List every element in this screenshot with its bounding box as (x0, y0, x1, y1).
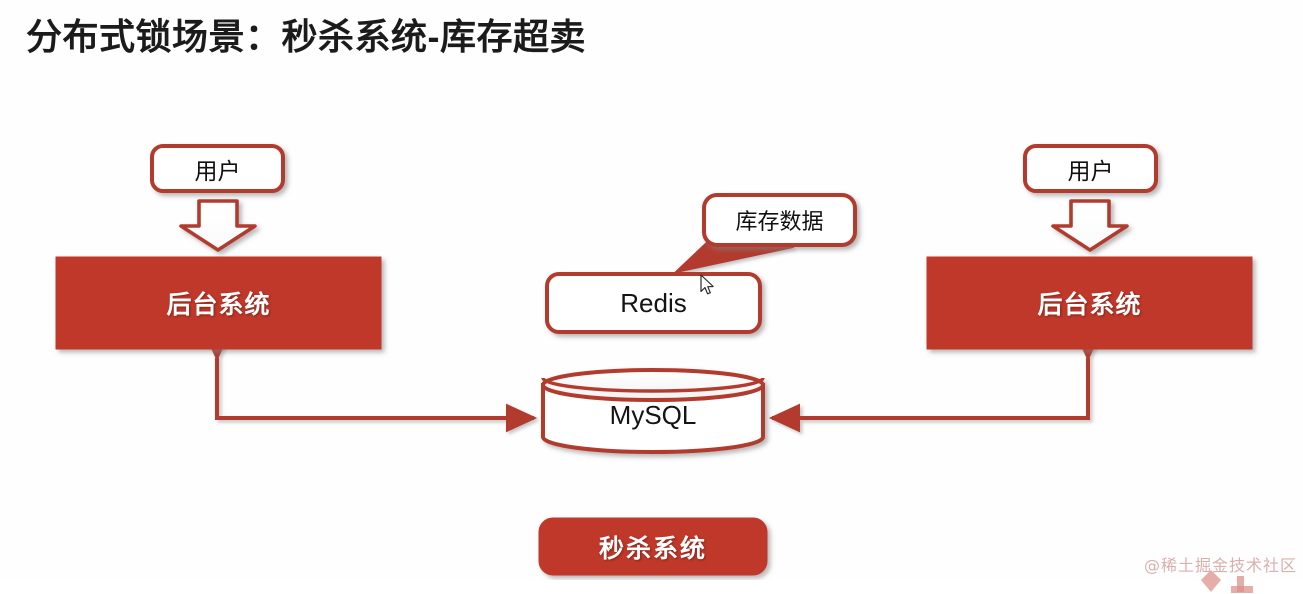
edge-backend-right-mysql (768, 329, 1103, 433)
node-callout-stock[interactable] (702, 193, 857, 247)
node-user-left[interactable] (150, 144, 285, 193)
edge-user-right-backend-arrow (1051, 199, 1129, 252)
page-title: 分布式锁场景：秒杀系统-库存超卖 (26, 16, 586, 57)
node-backend-left[interactable] (55, 256, 382, 350)
architecture-diagram (55, 144, 1253, 576)
node-redis[interactable] (545, 272, 762, 334)
edge-user-left-backend-arrow (179, 199, 257, 252)
mouse-pointer-icon (700, 274, 714, 295)
edge-backend-left-mysql (202, 329, 538, 433)
node-mysql[interactable] (541, 368, 765, 454)
watermark-text: @稀土掘金技术社区 (1143, 556, 1297, 575)
slide-canvas: 分布式锁场景：秒杀系统-库存超卖 (26, 16, 1297, 593)
node-backend-right[interactable] (926, 256, 1253, 350)
node-user-right[interactable] (1023, 144, 1158, 193)
node-seckill-system[interactable] (538, 517, 768, 576)
